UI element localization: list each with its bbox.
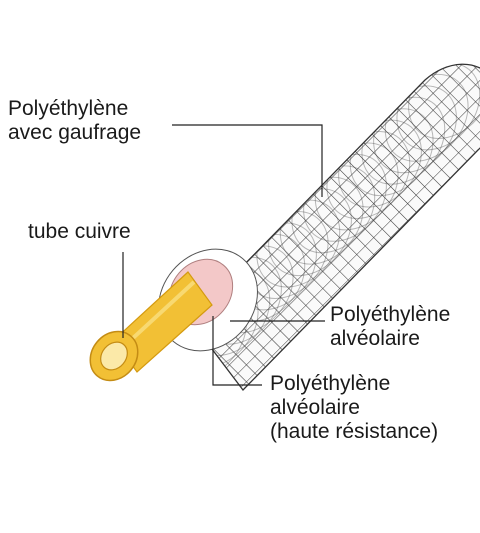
label-inner-layer-line1: Polyéthylène — [270, 372, 391, 395]
label-copper-tube-line1: tube cuivre — [28, 220, 131, 243]
outer-jacket — [189, 63, 480, 391]
copper-tube-bore — [100, 341, 128, 371]
jacket-grid-texture — [190, 64, 480, 391]
label-outer-jacket-line1: Polyéthylène — [8, 97, 129, 120]
leader-inner-layer — [212, 316, 262, 386]
copper-tube — [89, 271, 213, 382]
label-inner-layer: Polyéthylène alvéolaire (haute résistanc… — [270, 372, 438, 444]
label-outer-jacket-line2: avec gaufrage — [8, 121, 142, 144]
label-foam-layer-line1: Polyéthylène — [330, 303, 451, 326]
label-copper-tube: tube cuivre — [28, 220, 131, 244]
label-inner-layer-line2: alvéolaire — [270, 396, 360, 419]
label-foam-layer-line2: alvéolaire — [330, 327, 420, 350]
label-foam-layer: Polyéthylène alvéolaire — [330, 303, 450, 351]
label-inner-layer-line3: (haute résistance) — [270, 420, 439, 443]
leader-outer-jacket — [172, 124, 323, 197]
label-outer-jacket: Polyéthylène avec gaufrage — [8, 97, 141, 145]
